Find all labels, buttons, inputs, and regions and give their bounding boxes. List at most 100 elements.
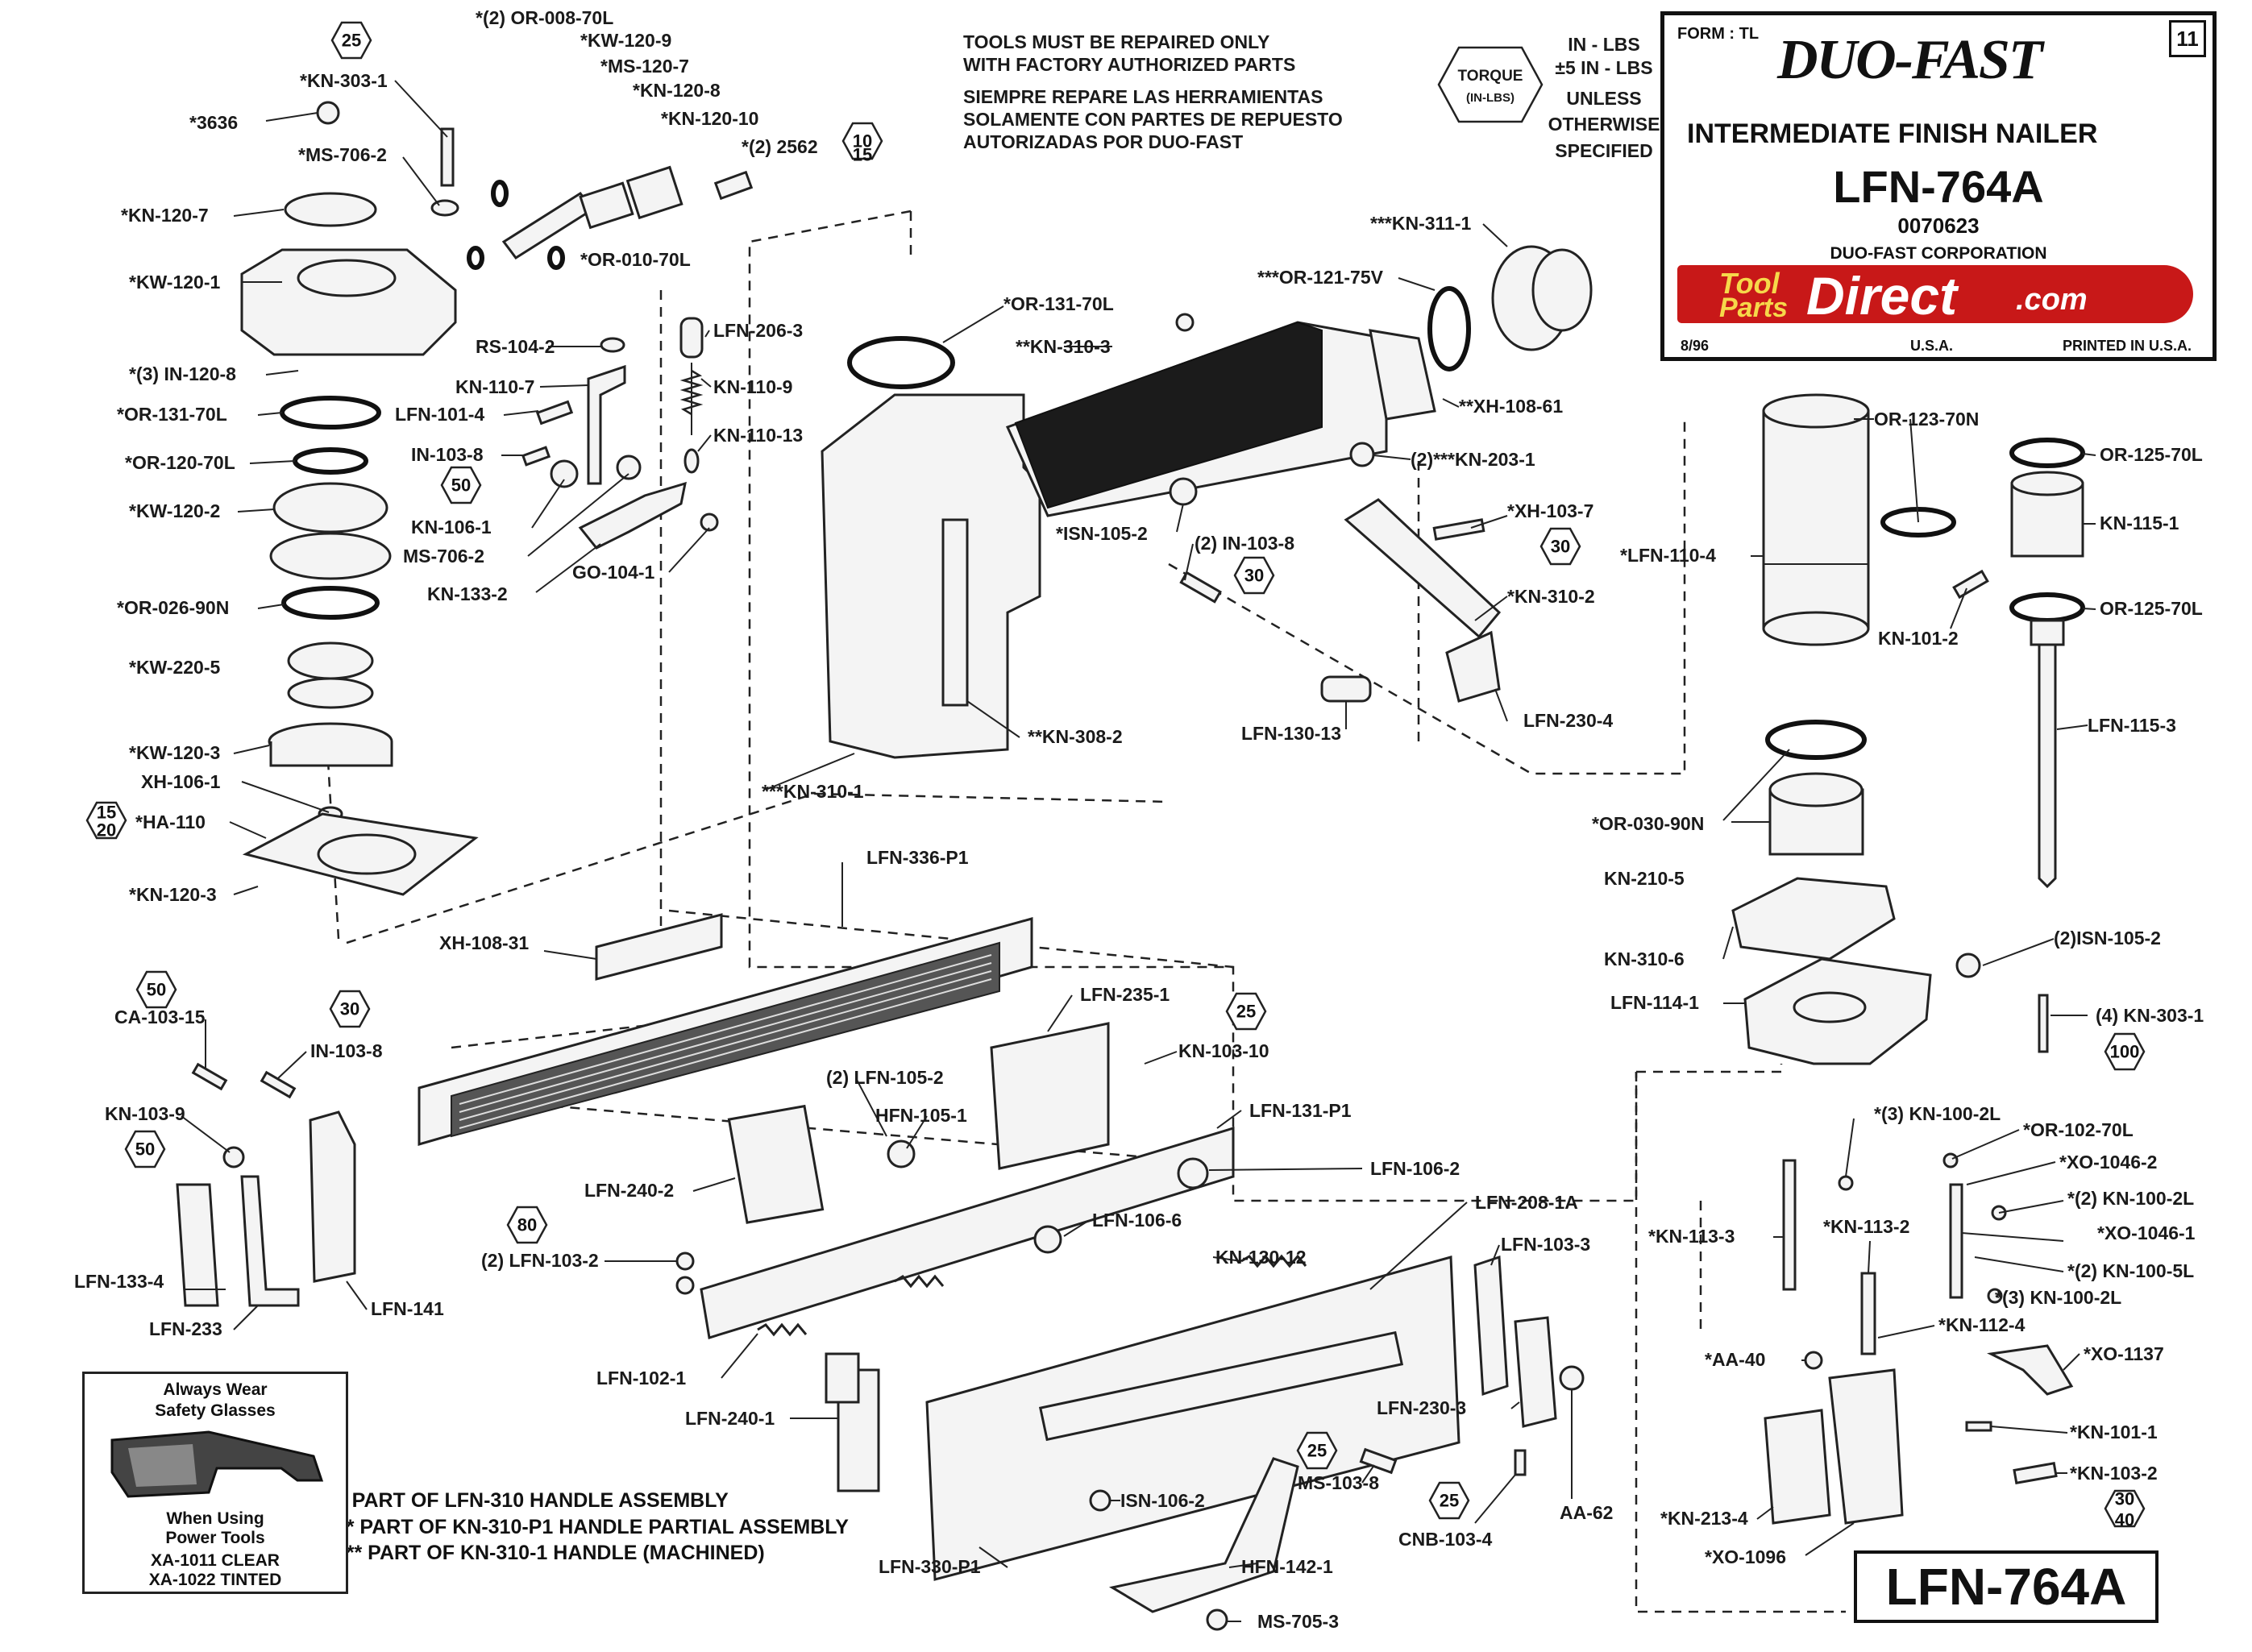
torque-hex: 10: [841, 122, 883, 160]
part-label: *OR-120-70L: [125, 452, 235, 473]
torque-hex: 30: [1539, 527, 1581, 566]
part-label: XH-106-1: [141, 771, 221, 792]
torque-hex: 25: [1296, 1431, 1338, 1470]
isn-105-2-nut: [1169, 477, 1198, 506]
or-026-90n-ring: [281, 586, 380, 620]
svg-text:±5 IN - LBS: ±5 IN - LBS: [1555, 57, 1652, 78]
lfn-133-4: [176, 1183, 219, 1307]
hfn-142-1-lever: [1108, 1457, 1299, 1613]
trigger-assembly-left: [176, 1062, 356, 1307]
part-label: *3636: [189, 112, 238, 133]
kn-106-1: [550, 459, 579, 488]
svg-text:30: 30: [2115, 1489, 2134, 1509]
part-label: GO-104-1: [572, 562, 654, 583]
part-label: *KN-113-2: [1823, 1216, 1909, 1237]
lfn-230-3: [1514, 1316, 1557, 1428]
kn-101-1: [1965, 1421, 1992, 1432]
svg-text:25: 25: [1236, 1002, 1256, 1022]
lfn-131-p1-rail: [700, 1126, 1235, 1339]
torque-hex: 25: [330, 21, 372, 60]
part-label: *KN-120-10: [661, 108, 758, 129]
svg-text:25: 25: [1440, 1491, 1459, 1511]
cylinder-cap-assembly: [240, 101, 754, 896]
part-label: AA-62: [1560, 1502, 1613, 1523]
torque-hex: 25: [1428, 1481, 1470, 1520]
watermark-banner: Tool Parts Direct .com: [1677, 265, 2193, 326]
part-label: *(2) KN-100-5L: [2067, 1260, 2194, 1281]
svg-text:TOOLS MUST BE REPAIRED ONLY: TOOLS MUST BE REPAIRED ONLY: [963, 31, 1269, 52]
torque-hex: 50: [135, 970, 177, 1009]
kw-220-5: [287, 641, 374, 680]
kw-120-9-valve: [501, 191, 595, 260]
torque-reference: TORQUE (IN-LBS) IN - LBS ±5 IN - LBS UNL…: [1437, 34, 1660, 161]
kn-213-4: [1764, 1409, 1831, 1525]
svg-text:IN - LBS: IN - LBS: [1568, 34, 1639, 55]
part-label: XH-108-31: [439, 932, 529, 953]
part-label: *XO-1137: [2084, 1343, 2164, 1364]
part-label: RS-104-2: [476, 336, 555, 357]
cylinder-assembly-right: [1731, 393, 2085, 1065]
part-label: KN-110-7: [455, 376, 534, 397]
part-label: *KN-113-3: [1648, 1226, 1735, 1247]
part-label: *OR-131-70L: [1003, 293, 1114, 314]
part-label: KN-110-13: [713, 425, 803, 446]
part-label: *LFN-110-4: [1620, 545, 1716, 566]
note-line: ** PART OF KN-310-P1 HANDLE PARTIAL ASSE…: [339, 1516, 849, 1538]
part-label: LFN-233: [149, 1318, 222, 1339]
part-label: HFN-142-1: [1241, 1556, 1333, 1577]
part-label: *OR-131-70L: [117, 404, 227, 425]
kn-120-10-plate: [625, 165, 683, 220]
lfn-106-2: [1177, 1157, 1209, 1189]
catalog-number: 0070623: [1897, 214, 1980, 238]
part-label: OR-123-70N: [1874, 409, 1979, 430]
kn-103-2: [2013, 1462, 2058, 1484]
in-103-8-left: [260, 1070, 297, 1099]
torque-hex: 100: [2104, 1032, 2146, 1071]
part-label: KN-133-2: [427, 583, 508, 604]
svg-text:50: 50: [451, 475, 471, 496]
ms-706-2-washer: [430, 199, 459, 217]
xo-1096-nose: [1828, 1368, 1904, 1525]
torque-hex: 80: [506, 1206, 548, 1244]
part-label: KN-106-1: [411, 517, 492, 538]
part-labels: *(2) OR-008-70L *KW-120-9 *MS-120-7 *KN-…: [74, 7, 2204, 1632]
lfn-102-1-spring: [757, 1322, 808, 1337]
kn-130-12-spring: [1240, 1254, 1307, 1268]
svg-text:(IN-LBS): (IN-LBS): [1466, 91, 1514, 105]
part-label: LFN-114-1: [1610, 992, 1699, 1013]
part-label: **KN-308-2: [1028, 726, 1123, 747]
lfn-206-3: [679, 317, 704, 359]
part-label: LFN-141: [371, 1298, 444, 1319]
part-label: (2) LFN-103-2: [481, 1250, 599, 1271]
part-label: HFN-105-1: [875, 1105, 967, 1126]
torque-hex: 15: [85, 801, 127, 840]
ms-705-3: [1206, 1608, 1228, 1631]
part-label: *KN-112-4: [1938, 1314, 2026, 1335]
part-label: *KN-103-2: [2070, 1463, 2158, 1484]
torque-hex: 30: [329, 990, 371, 1028]
svg-text:SOLAMENTE CON PARTES DE REPUES: SOLAMENTE CON PARTES DE REPUESTO: [963, 109, 1343, 130]
form-code: FORM : TL: [1677, 25, 1760, 43]
torque-hex: 50: [124, 1130, 166, 1168]
part-label: ISN-106-2: [1120, 1490, 1205, 1511]
part-label: LFN-230-4: [1523, 710, 1613, 731]
kn-120-7-washer: [284, 192, 377, 227]
svg-text:15: 15: [97, 803, 116, 823]
svg-text:10: 10: [853, 131, 872, 152]
part-label: KN-115-1: [2100, 513, 2179, 533]
part-label: MS-706-2: [403, 546, 484, 567]
kn-308-2-label: [941, 518, 969, 707]
part-label: *(3) KN-100-2L: [1874, 1103, 2001, 1124]
part-label: IN-103-8: [411, 444, 484, 465]
part-label: *KN-310-2: [1507, 586, 1595, 607]
part-label: (2)***KN-203-1: [1411, 449, 1535, 470]
part-label: LFN-235-1: [1080, 984, 1170, 1005]
printed-note: PRINTED IN U.S.A.: [2062, 338, 2192, 354]
lfn-130-13: [1320, 675, 1372, 703]
part-label: LFN-103-3: [1501, 1234, 1590, 1255]
part-label: *AA-40: [1705, 1349, 1765, 1370]
part-label: (2)ISN-105-2: [2054, 928, 2161, 948]
part-label: LFN-240-1: [685, 1408, 775, 1429]
svg-text:80: 80: [517, 1215, 537, 1235]
